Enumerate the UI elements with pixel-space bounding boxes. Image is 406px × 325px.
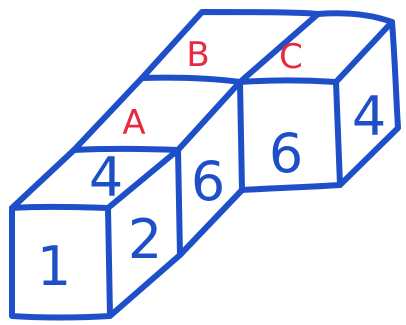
right-cube-front-number-6: 6 bbox=[269, 122, 303, 185]
top-letter-b: B bbox=[186, 35, 209, 75]
face-labels: 1 2 4 6 6 4 A B C bbox=[37, 35, 386, 298]
front-cube-side-number-2: 2 bbox=[128, 208, 162, 271]
front-face-number-1: 1 bbox=[37, 235, 71, 298]
top-letter-a: A bbox=[122, 103, 145, 143]
front-cube-top-number-4: 4 bbox=[89, 146, 123, 209]
middle-cube-side-number-6: 6 bbox=[191, 150, 225, 213]
top-back-right-outline bbox=[318, 13, 392, 22]
middle-cube-top-outline bbox=[74, 78, 240, 150]
right-cube-side-number-4: 4 bbox=[352, 85, 386, 148]
top-letter-c: C bbox=[279, 37, 303, 77]
